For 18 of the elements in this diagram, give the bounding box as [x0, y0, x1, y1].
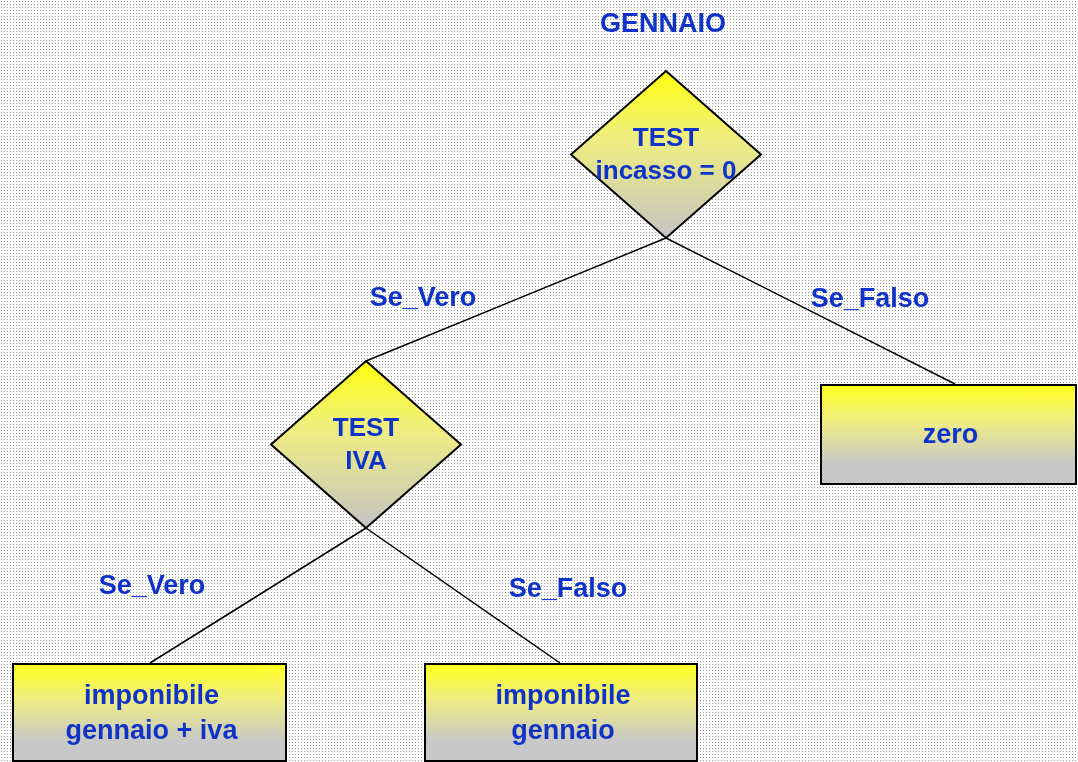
connector-line [365, 237, 667, 362]
node-text: TEST incasso = 0 [594, 120, 738, 188]
decision-diamond [571, 71, 761, 238]
node-text: imponibile gennaio + iva [64, 678, 239, 747]
edge-label: Se_Vero [369, 281, 477, 313]
process-box [12, 663, 287, 762]
node-text: zero [921, 417, 980, 451]
diagram-title: GENNAIO [599, 7, 727, 40]
process-box [820, 384, 1077, 485]
process-box [424, 663, 698, 762]
edge-label: Se_Falso [508, 572, 628, 604]
connector-line [665, 237, 956, 385]
edge-label: Se_Vero [98, 569, 206, 601]
edge-label: Se_Falso [810, 282, 930, 314]
node-text: TEST IVA [331, 410, 401, 478]
node-text: imponibile gennaio [494, 678, 632, 747]
decision-diamond [271, 361, 461, 528]
connector-line [149, 527, 367, 664]
